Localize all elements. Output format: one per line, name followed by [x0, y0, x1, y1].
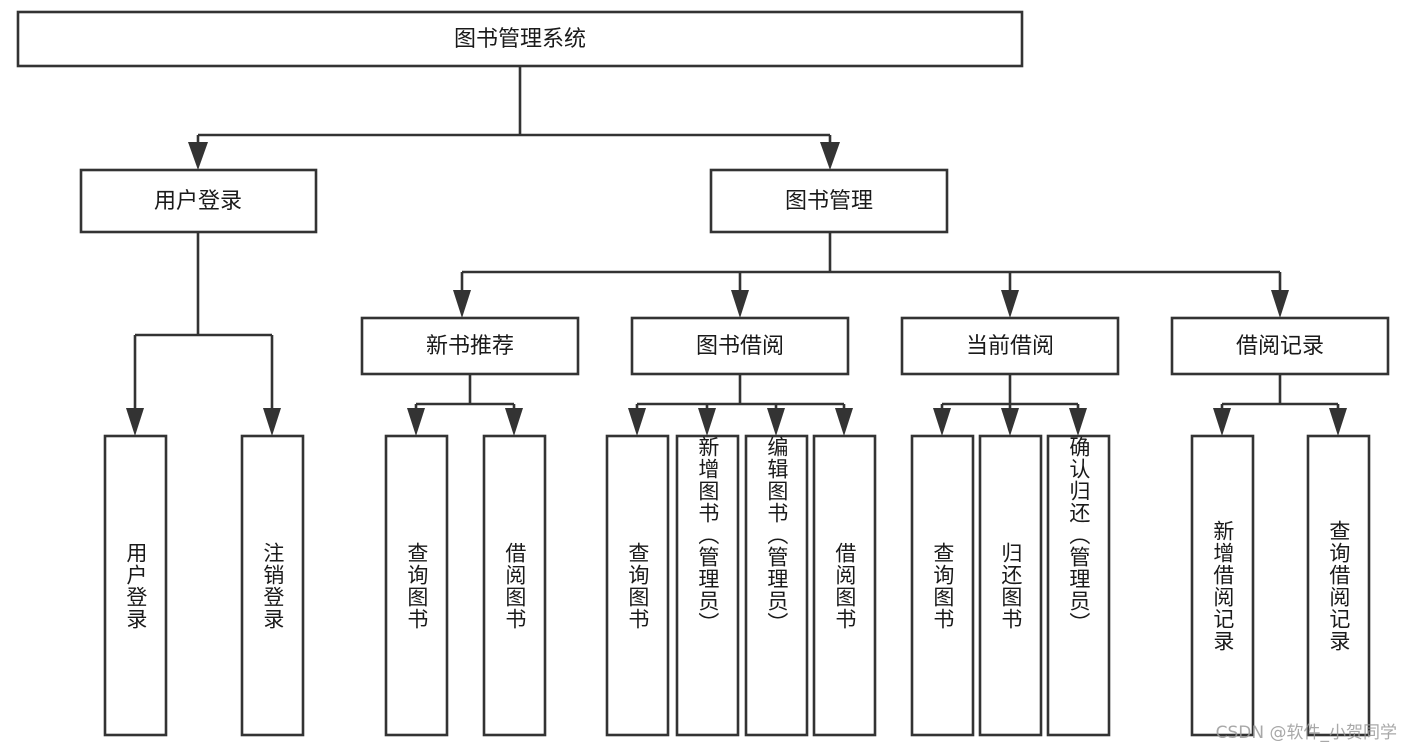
- arrow-head-book-borrow: [731, 290, 749, 318]
- node-root-box[interactable]: [16, 10, 1024, 68]
- arrow-head-leaf-new-book-2: [505, 408, 523, 436]
- watermark-text: CSDN @软件_小贺同学: [1215, 723, 1397, 743]
- arrow-head-leaf-book-borrow-4: [835, 408, 853, 436]
- arrow-head-leaf-book-borrow-2: [698, 408, 716, 436]
- arrow-head-leaf-book-borrow-3: [767, 408, 785, 436]
- leaf-box-current-borrow-3[interactable]: [1046, 434, 1111, 737]
- connector-group-current-borrow: [933, 374, 1087, 436]
- node-borrow-record-box[interactable]: [1170, 316, 1390, 376]
- arrow-head-leaf-borrow-record-1: [1213, 408, 1231, 436]
- arrow-head-user-login: [188, 142, 208, 170]
- node-new-book-recommend-label: 新书推荐: [426, 334, 514, 359]
- connector-group-book-borrow: [628, 374, 853, 436]
- arrow-head-book-mgmt: [820, 142, 840, 170]
- arrow-head-borrow-record: [1271, 290, 1289, 318]
- connector-group-book-mgmt: [453, 232, 1289, 318]
- leaf-box-book-borrow-2[interactable]: [675, 434, 740, 737]
- leaf-box-new-book-2[interactable]: [482, 434, 547, 737]
- node-book-mgmt-box[interactable]: [709, 168, 949, 234]
- leaf-box-borrow-record-2[interactable]: [1306, 434, 1371, 737]
- node-current-borrow-label: 当前借阅: [966, 334, 1054, 359]
- leaf-box-book-borrow-1[interactable]: [605, 434, 670, 737]
- leaf-box-borrow-record-1[interactable]: [1190, 434, 1255, 737]
- node-user-login-box[interactable]: [79, 168, 318, 234]
- arrow-head-leaf-book-borrow-1: [628, 408, 646, 436]
- node-book-borrow-label: 图书借阅: [696, 334, 784, 359]
- arrow-head-current-borrow: [1001, 290, 1019, 318]
- node-book-borrow-box[interactable]: [630, 316, 850, 376]
- arrow-head-leaf-user-login-1: [126, 408, 144, 436]
- arrow-head-leaf-user-login-2: [263, 408, 281, 436]
- arrow-head-leaf-current-borrow-2: [1001, 408, 1019, 436]
- arrow-head-leaf-new-book-1: [407, 408, 425, 436]
- node-user-login-label: 用户登录: [154, 189, 242, 214]
- leaf-box-user-login-1[interactable]: [103, 434, 168, 737]
- node-root-label: 图书管理系统: [454, 27, 586, 52]
- leaf-box-book-borrow-3[interactable]: [744, 434, 809, 737]
- arrow-head-leaf-current-borrow-3: [1069, 408, 1087, 436]
- node-book-mgmt-label: 图书管理: [785, 189, 873, 214]
- node-borrow-record-label: 借阅记录: [1236, 334, 1324, 359]
- node-current-borrow-box[interactable]: [900, 316, 1120, 376]
- leaf-box-new-book-1[interactable]: [384, 434, 449, 737]
- connector-group-user-login: [126, 232, 281, 436]
- leaf-box-current-borrow-1[interactable]: [910, 434, 975, 737]
- leaf-box-current-borrow-2[interactable]: [978, 434, 1043, 737]
- connector-group-root: [188, 66, 840, 170]
- leaf-box-book-borrow-4[interactable]: [812, 434, 877, 737]
- arrow-head-leaf-current-borrow-1: [933, 408, 951, 436]
- arrow-head-new-book-recommend: [453, 290, 471, 318]
- arrow-head-leaf-borrow-record-2: [1329, 408, 1347, 436]
- leaf-box-user-login-2[interactable]: [240, 434, 305, 737]
- connector-group-borrow-record: [1213, 374, 1347, 436]
- node-new-book-recommend-box[interactable]: [360, 316, 580, 376]
- connector-group-new-book-recommend: [407, 374, 523, 436]
